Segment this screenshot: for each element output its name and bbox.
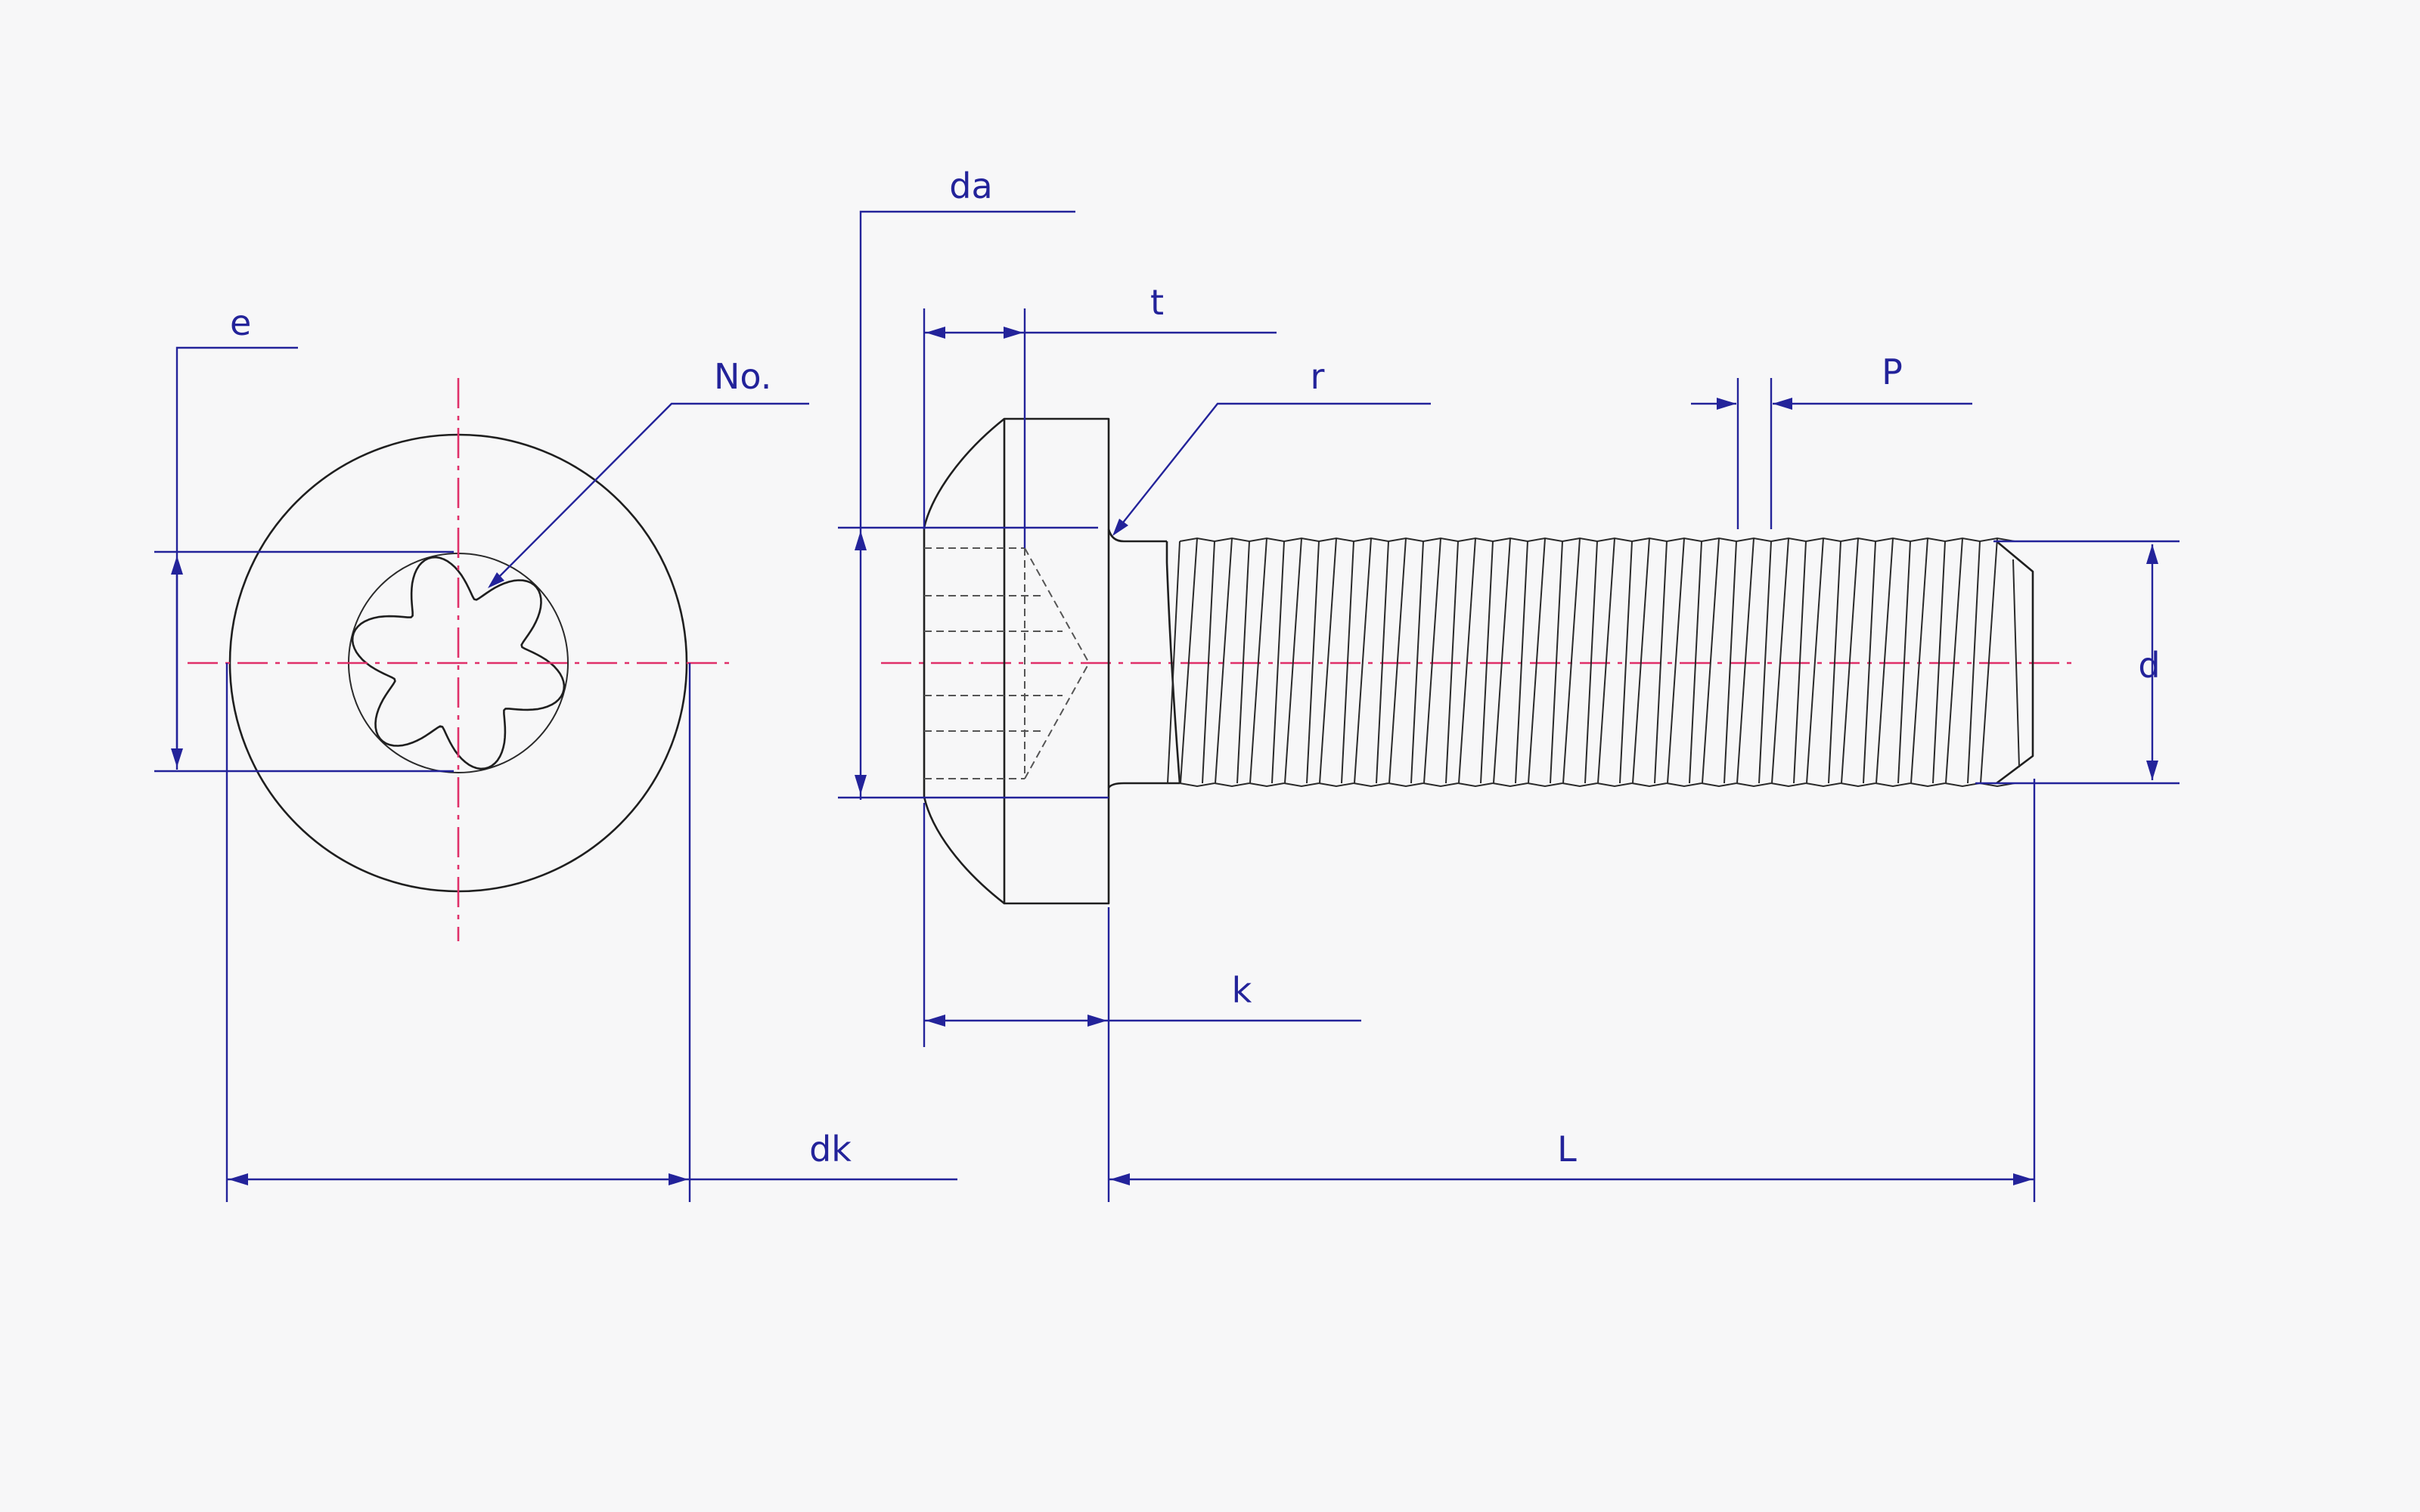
thread-tooth	[1828, 537, 1876, 788]
neck-top	[1107, 528, 1167, 543]
thread-tooth	[1897, 537, 1946, 788]
head-dome	[923, 417, 1005, 905]
thread-tooth	[1480, 537, 1528, 788]
thread-tooth	[1271, 537, 1320, 788]
thread-tooth	[1550, 537, 1598, 788]
thread-tooth	[1515, 537, 1563, 788]
thread-tooth	[1932, 537, 1981, 788]
tip-line	[2012, 559, 2020, 768]
label-r: r	[1311, 356, 1325, 397]
dimension-l: L	[1109, 779, 2036, 1202]
dimensions: e No. dk da	[154, 166, 2180, 1202]
dimension-t: t	[923, 282, 1277, 548]
label-p: P	[1882, 352, 1903, 392]
thread-tooth	[1341, 537, 1389, 788]
recess-hidden-lines	[924, 547, 1090, 779]
label-l: L	[1557, 1129, 1577, 1170]
thread-tooth	[1445, 537, 1494, 788]
thread-tooth	[1723, 537, 1772, 788]
label-dk: dk	[809, 1129, 852, 1170]
label-k: k	[1232, 970, 1252, 1011]
dimension-recess-no: No.	[488, 356, 809, 588]
thread-tooth	[1202, 537, 1250, 788]
neck-bottom	[1107, 782, 1180, 789]
thread-tooth	[1967, 537, 2015, 788]
label-t: t	[1150, 282, 1164, 323]
dimension-da: da	[838, 166, 1109, 800]
dimension-dk: dk	[225, 663, 957, 1202]
dimension-e: e	[154, 302, 454, 773]
thread-tooth	[1167, 537, 1215, 788]
thread-tooth	[1689, 537, 1737, 788]
thread-tooth	[1758, 537, 1807, 788]
label-d: d	[2138, 645, 2160, 686]
dimension-k: k	[923, 803, 1361, 1202]
thread-tooth	[1584, 537, 1633, 788]
head-cylinder	[1003, 417, 1110, 905]
thread-tooth	[1654, 537, 1702, 788]
thread-tooth	[1863, 537, 1911, 788]
thread-tooth	[1410, 537, 1459, 788]
dimension-d: d	[1975, 540, 2180, 785]
label-e: e	[230, 302, 251, 343]
thread-tooth	[1236, 537, 1285, 788]
label-no: No.	[714, 356, 771, 397]
thread-tooth	[1619, 537, 1668, 788]
label-da: da	[949, 166, 992, 206]
thread-tooth	[1793, 537, 1841, 788]
thread-start	[1165, 541, 1181, 784]
thread-tooth	[1376, 537, 1424, 788]
dimension-p: P	[1691, 352, 1972, 529]
screw-side-view	[923, 417, 2034, 905]
thread-tooth	[1306, 537, 1354, 788]
center-lines	[188, 378, 2076, 941]
dimension-r: r	[1112, 356, 1431, 536]
thread-teeth	[1167, 537, 2015, 788]
thread-tip-chamfer	[1996, 541, 2034, 785]
